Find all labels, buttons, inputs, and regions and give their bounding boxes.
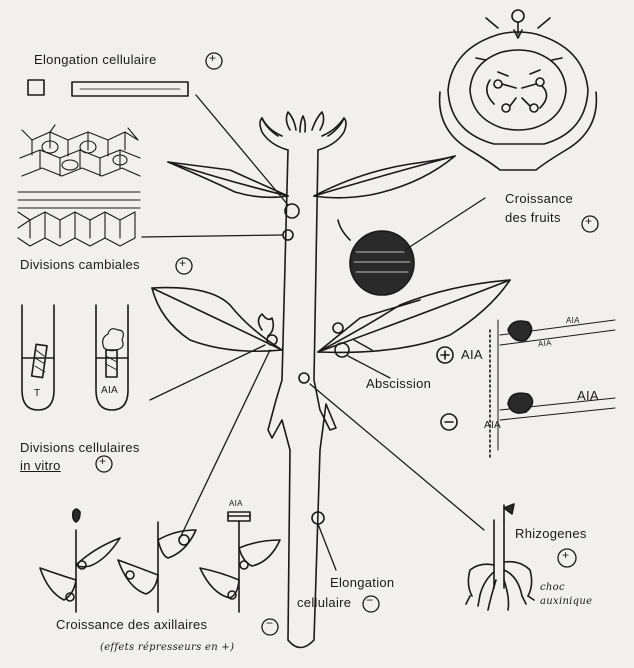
divisions-label-line1: Divisions cellulaires bbox=[20, 441, 140, 456]
elongation-bottom-line2: cellulaire bbox=[297, 596, 351, 611]
rhizogenesis-cutting bbox=[466, 504, 534, 610]
divisions-sign: + bbox=[99, 455, 106, 469]
leaves bbox=[152, 156, 510, 352]
elongation-cells-icons bbox=[28, 80, 188, 96]
fruits-label-line1: Croissance bbox=[505, 192, 573, 207]
fruit-circle bbox=[338, 220, 414, 295]
axillary-plant-1 bbox=[40, 509, 120, 612]
fruits-label-line2: des fruits bbox=[505, 211, 561, 226]
cambial-tissue bbox=[18, 125, 140, 246]
rhizo-note-line1: choc bbox=[540, 582, 565, 594]
elongation-bottom-sign: − bbox=[366, 594, 373, 608]
axillary-plant-3 bbox=[200, 512, 280, 612]
aia-cap-label: AIA bbox=[229, 499, 243, 508]
stem-nodes bbox=[267, 204, 349, 524]
fruit-section bbox=[440, 10, 597, 170]
elongation-top-sign: + bbox=[209, 52, 216, 66]
fruits-sign: + bbox=[585, 215, 592, 229]
axillary-label: Croissance des axillaires bbox=[56, 618, 207, 633]
tube-aia-label: AIA bbox=[101, 385, 118, 397]
divisions-label-line2: in vitro bbox=[20, 459, 61, 474]
tube-t-label: T bbox=[34, 388, 40, 400]
axillary-note: (effets répresseurs en +) bbox=[100, 642, 234, 654]
rhizogenes-sign: + bbox=[562, 549, 569, 563]
aia-small-top2: AIA bbox=[538, 338, 553, 349]
aia-minus-label: AIA bbox=[577, 389, 599, 404]
aia-small-top1: AIA bbox=[566, 316, 580, 325]
cambial-sign: + bbox=[179, 257, 186, 271]
sign-circles bbox=[96, 53, 598, 635]
abscission-label: Abscission bbox=[366, 377, 431, 392]
rhizogenes-label: Rhizogenes bbox=[515, 527, 587, 542]
aia-small-left-label: AIA bbox=[484, 420, 501, 432]
elongation-top-label: Elongation cellulaire bbox=[34, 53, 157, 68]
axillary-sign: − bbox=[266, 617, 273, 631]
aia-plus-label: AIA bbox=[461, 348, 483, 363]
rhizo-note-line2: auxinique bbox=[540, 596, 592, 608]
callout-lines bbox=[142, 95, 485, 570]
cambial-label: Divisions cambiales bbox=[20, 258, 140, 273]
axillary-plant-2 bbox=[118, 522, 196, 612]
elongation-bottom-line1: Elongation bbox=[330, 576, 394, 591]
